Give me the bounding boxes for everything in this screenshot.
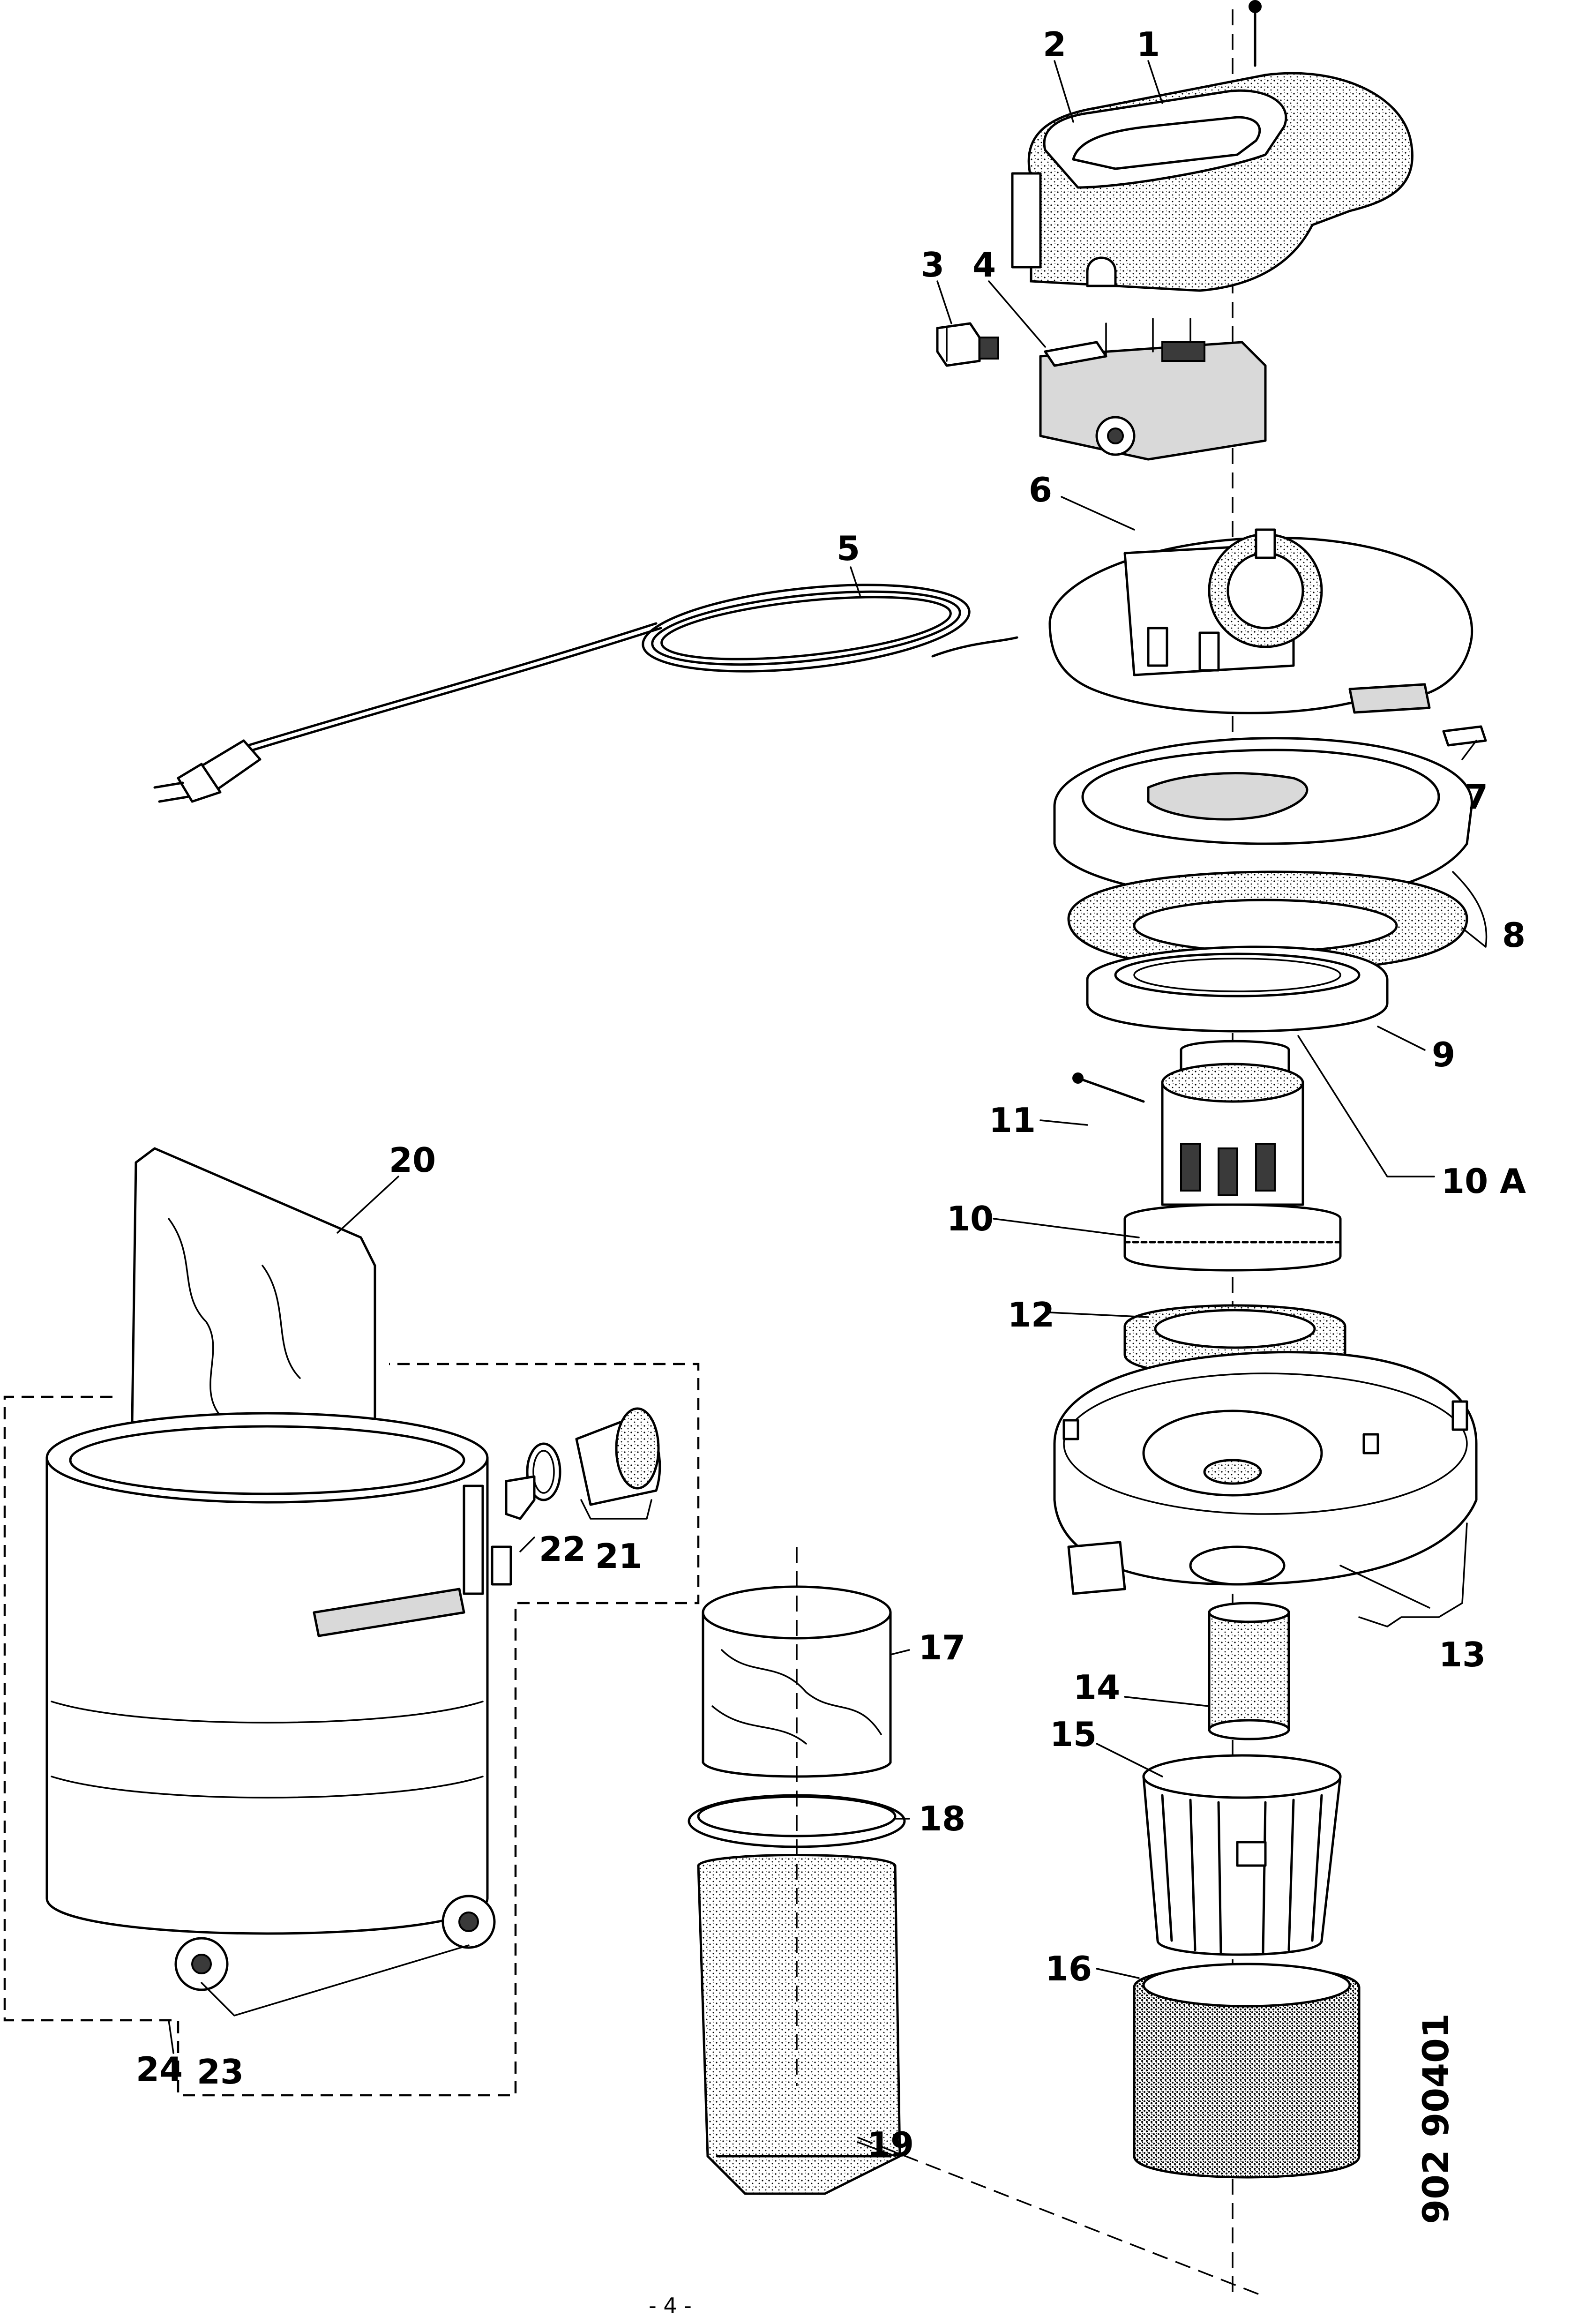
- callout-2: 2: [1043, 25, 1066, 64]
- switch-part: [936, 322, 999, 367]
- callout-16: 16: [1045, 1949, 1092, 1988]
- container-drum-part: [45, 1412, 512, 1935]
- callout-3: 3: [921, 245, 944, 285]
- motor-mount-ring-part: [1086, 945, 1389, 1033]
- callout-9: 9: [1432, 1035, 1455, 1074]
- filter-cage-part: [1142, 1754, 1342, 1956]
- castor-part: [174, 1895, 496, 1991]
- callout-8: 8: [1502, 915, 1526, 955]
- carbon-brush-part: [1072, 1072, 1145, 1103]
- callout-14: 14: [1073, 1668, 1120, 1707]
- power-cord-part: [153, 584, 1018, 803]
- inlet-coupling-part: [526, 1407, 661, 1506]
- clip-part: [505, 1475, 536, 1520]
- upper-housing-part: [1053, 737, 1473, 902]
- motor-seal-part: [1123, 1304, 1346, 1377]
- callout-23: 23: [197, 2052, 244, 2092]
- leader-lines: [168, 60, 1488, 2157]
- filter-pad-part: [1442, 725, 1487, 747]
- tube-part: [1208, 1602, 1290, 1740]
- foam-filter-part: [1133, 1963, 1361, 2179]
- callout-12: 12: [1008, 1295, 1054, 1334]
- callout-19: 19: [867, 2125, 914, 2164]
- callout-22: 22: [539, 1529, 586, 1569]
- top-screw: [1249, 0, 1262, 67]
- callout-6: 6: [1029, 470, 1052, 510]
- callout-17: 17: [919, 1628, 965, 1667]
- gasket-part: [1067, 870, 1468, 972]
- callout-15: 15: [1050, 1715, 1097, 1754]
- bin-group-box: [3, 1363, 700, 2097]
- lower-housing-part: [1053, 1351, 1478, 1595]
- callout-10a: 10 A: [1441, 1162, 1526, 1201]
- motor-cover-part: [1048, 528, 1473, 714]
- bag-part: [697, 1854, 901, 2195]
- callout-18: 18: [919, 1799, 965, 1838]
- motor-part: [1123, 1040, 1342, 1272]
- callout-13: 13: [1439, 1635, 1486, 1674]
- callout-7: 7: [1465, 777, 1488, 817]
- page-number: - 4 -: [649, 2293, 692, 2318]
- callout-4: 4: [972, 245, 996, 285]
- top-cover-part: [1011, 72, 1413, 292]
- callout-5: 5: [837, 529, 860, 568]
- callout-10: 10: [947, 1199, 994, 1238]
- callout-11: 11: [989, 1101, 1036, 1140]
- switch-housing-part: [1039, 318, 1267, 461]
- callout-20: 20: [389, 1140, 436, 1180]
- callout-21: 21: [595, 1537, 642, 1576]
- callout-labels: 1 2 3 4 5 6 7 8 9 10 10 A 11 12 13 14 15…: [136, 25, 1526, 2164]
- drawing-number: 902 90401: [1415, 2013, 1457, 2224]
- callout-1: 1: [1137, 25, 1160, 64]
- callout-24: 24: [136, 2050, 183, 2089]
